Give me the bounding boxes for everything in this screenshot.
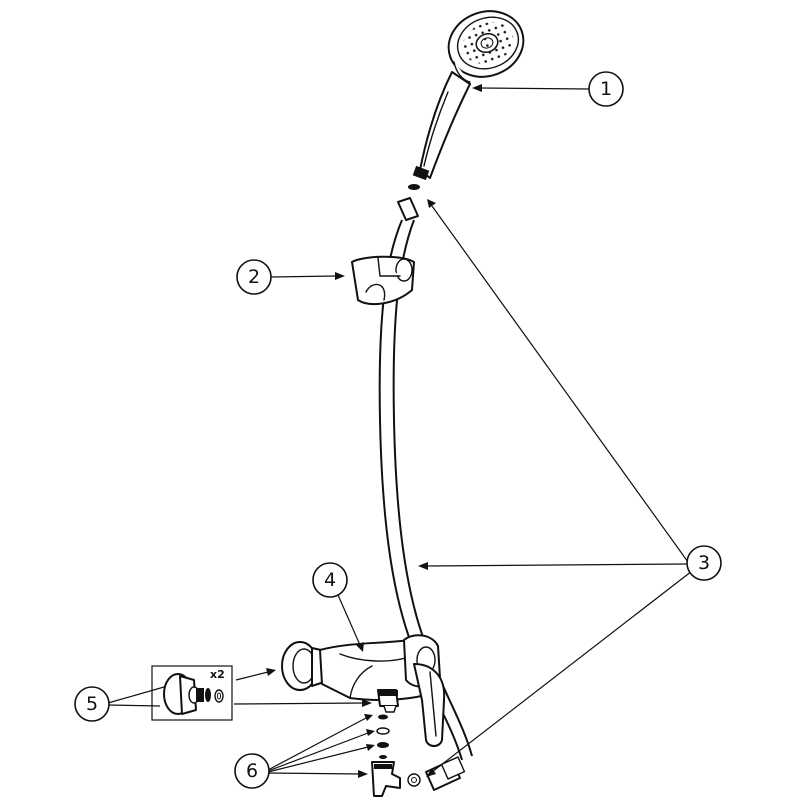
outlet-parts <box>371 714 421 797</box>
mixer-valve <box>281 634 446 747</box>
callout-5: 5 <box>74 686 110 722</box>
callout-2: 2 <box>236 259 272 295</box>
callout-4: 4 <box>312 562 348 598</box>
wall-connector-inset: x2 <box>151 665 233 721</box>
callout-1: 1 <box>588 71 624 107</box>
quantity-label: x2 <box>210 668 225 681</box>
callout-4-label: 4 <box>324 569 336 591</box>
callout-5-label: 5 <box>86 693 98 715</box>
leader-lines <box>107 84 693 778</box>
callout-3: 3 <box>686 545 722 581</box>
hand-shower <box>412 10 525 181</box>
hose-washer-top <box>408 184 420 190</box>
callout-6: 6 <box>234 753 270 789</box>
callout-1-label: 1 <box>600 78 612 100</box>
callout-2-label: 2 <box>248 266 260 288</box>
callout-3-label: 3 <box>698 552 710 574</box>
shower-holder <box>351 255 415 306</box>
callout-6-label: 6 <box>246 760 258 782</box>
